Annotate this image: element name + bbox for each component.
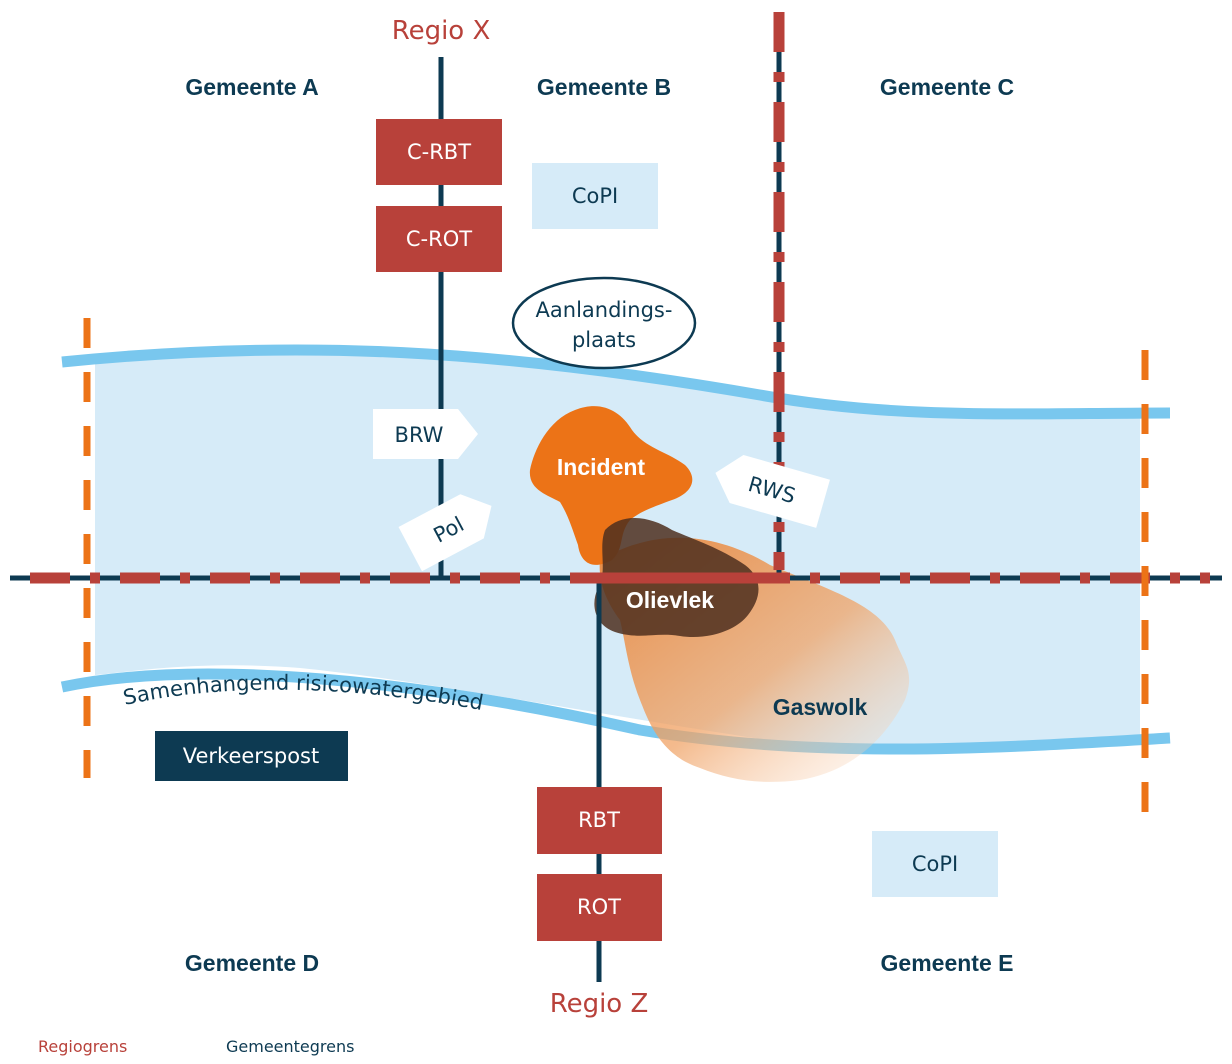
gaswolk-label: Gaswolk: [773, 694, 868, 720]
c-rot-label: C-ROT: [406, 227, 472, 251]
landing-place: Aanlandings- plaats: [511, 276, 697, 370]
brw-label: BRW: [395, 423, 444, 447]
landing-place-line2: plaats: [572, 328, 636, 352]
copi-label-top: CoPI: [572, 184, 618, 208]
copi-label-bottom: CoPI: [912, 852, 958, 876]
brw-arrow-tag: BRW: [373, 409, 478, 459]
c-rot-box: C-ROT: [376, 206, 502, 272]
municipality-label-c: Gemeente C: [880, 74, 1014, 100]
pol-arrow-tag: Pol: [398, 494, 492, 572]
municipality-label-a: Gemeente A: [185, 74, 318, 100]
landing-place-line1: Aanlandings-: [536, 298, 673, 322]
c-rbt-label: C-RBT: [407, 140, 471, 164]
copi-box-bottom: CoPI: [872, 831, 998, 897]
incident-area: [529, 406, 693, 565]
rbt-box: RBT: [537, 787, 662, 854]
rws-arrow-tag: RWS: [715, 454, 830, 528]
river-bank-north: [61, 344, 1171, 420]
c-rbt-box: C-RBT: [376, 119, 502, 185]
verkeerspost-label: Verkeerspost: [183, 744, 319, 768]
verkeerspost-box: Verkeerspost: [155, 731, 348, 781]
legend-municipal-border-label: Gemeentegrens: [226, 1037, 354, 1056]
region-label-bottom: Regio Z: [550, 989, 649, 1019]
rbt-label: RBT: [578, 808, 620, 832]
rot-box: ROT: [537, 874, 662, 941]
municipality-label-d: Gemeente D: [185, 950, 319, 976]
region-label-top: Regio X: [392, 16, 491, 46]
municipality-label-b: Gemeente B: [537, 74, 671, 100]
river-bank-south: [60, 668, 1171, 755]
olievlek-label: Olievlek: [626, 587, 714, 613]
legend-region-border-label: Regiogrens: [38, 1037, 127, 1056]
rot-label: ROT: [577, 895, 621, 919]
incident-label: Incident: [557, 454, 646, 480]
municipality-label-e: Gemeente E: [881, 950, 1014, 976]
copi-box-top: CoPI: [532, 163, 658, 229]
